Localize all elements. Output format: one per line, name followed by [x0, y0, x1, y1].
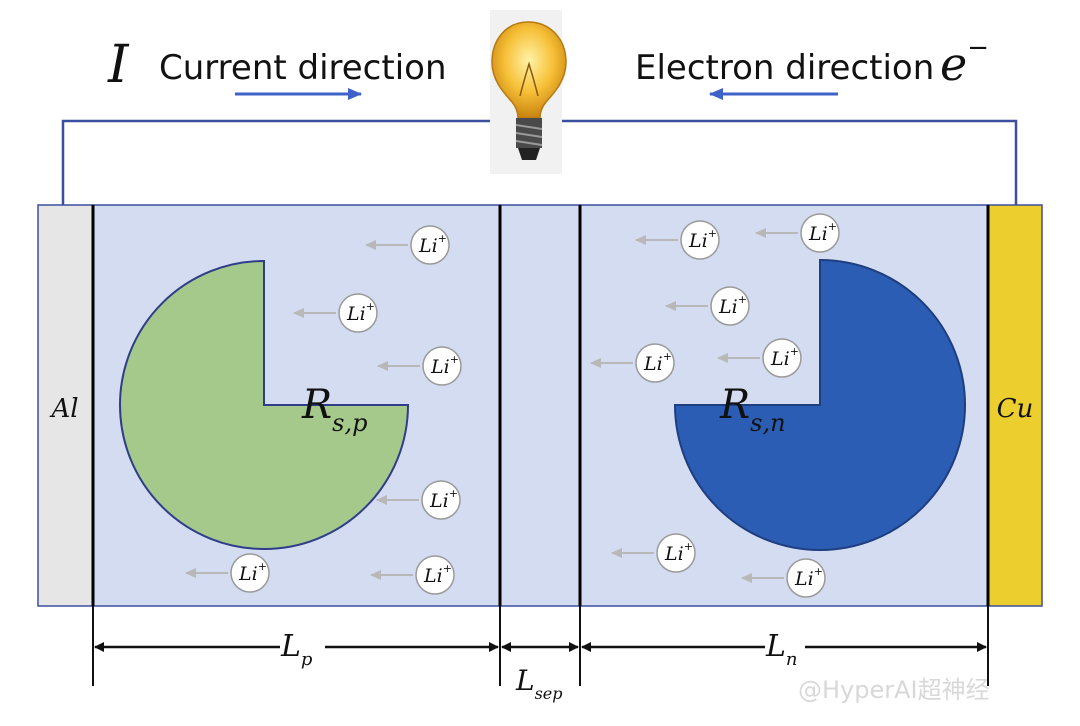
ln-label: Ln [765, 629, 798, 670]
lithium-ion: Li+ [293, 293, 378, 333]
ion-circle [415, 555, 455, 595]
lithium-ion: Li+ [185, 553, 270, 593]
current-symbol: I [107, 35, 130, 95]
electron-symbol: e− [940, 33, 989, 91]
lithium-ion: Li+ [741, 558, 826, 598]
aluminum-collector [37, 204, 94, 607]
electron-direction-label: Electron direction [635, 48, 934, 88]
lithium-ion: Li+ [370, 555, 455, 595]
lithium-ion: Li+ [365, 225, 450, 265]
lithium-ions: Li+ Li+ Li+ Li+ Li+ Li+ Li+ Li+ Li+ Li+ Li+ Li+ Li+ [185, 213, 840, 598]
ion-circle [786, 558, 826, 598]
ion-label: Li+ [238, 560, 267, 585]
current-direction-label: Current direction [159, 48, 447, 88]
lithium-ion: Li+ [376, 480, 461, 520]
ion-circle [635, 343, 675, 383]
ion-label: Li+ [418, 232, 447, 257]
ion-label: Li+ [794, 565, 823, 590]
copper-label: Cu [997, 394, 1034, 424]
lithium-ion: Li+ [377, 346, 462, 386]
ion-label: Li+ [808, 220, 837, 245]
ion-circle [421, 480, 461, 520]
ion-circle [410, 225, 450, 265]
external-wire-left [61, 119, 525, 205]
watermark: @HyperAI超神经 [798, 676, 990, 704]
ion-label: Li+ [423, 562, 452, 587]
lithium-ion: Li+ [611, 533, 696, 573]
ion-label: Li+ [430, 353, 459, 378]
ion-circle [680, 220, 720, 260]
ion-circle [800, 213, 840, 253]
lithium-ion: Li+ [755, 213, 840, 253]
ion-circle [710, 286, 750, 326]
ion-label: Li+ [664, 540, 693, 565]
external-wire-right [555, 119, 1018, 205]
ion-label: Li+ [643, 350, 672, 375]
cathode-radius-label: Rs,p [301, 382, 367, 437]
ion-label: Li+ [429, 487, 458, 512]
cathode-particle [119, 259, 410, 550]
ion-label: Li+ [346, 300, 375, 325]
anode-radius-label: Rs,n [719, 382, 786, 437]
copper-collector [987, 204, 1043, 607]
ion-label: Li+ [770, 345, 799, 370]
ion-circle [230, 553, 270, 593]
anode-particle [673, 258, 966, 551]
ion-circle [762, 338, 802, 378]
ion-circle [656, 533, 696, 573]
lithium-ion: Li+ [665, 286, 750, 326]
ion-label: Li+ [688, 227, 717, 252]
ion-circle [338, 293, 378, 333]
light-bulb-icon [490, 10, 567, 174]
lithium-ion: Li+ [717, 338, 802, 378]
lithium-ion: Li+ [590, 343, 675, 383]
lp-label: Lp [280, 629, 313, 670]
separator [499, 204, 581, 607]
aluminum-label: Al [49, 394, 78, 424]
lsep-label: Lsep [515, 664, 563, 703]
lithium-ion: Li+ [635, 220, 720, 260]
ion-circle [422, 346, 462, 386]
ion-label: Li+ [718, 293, 747, 318]
